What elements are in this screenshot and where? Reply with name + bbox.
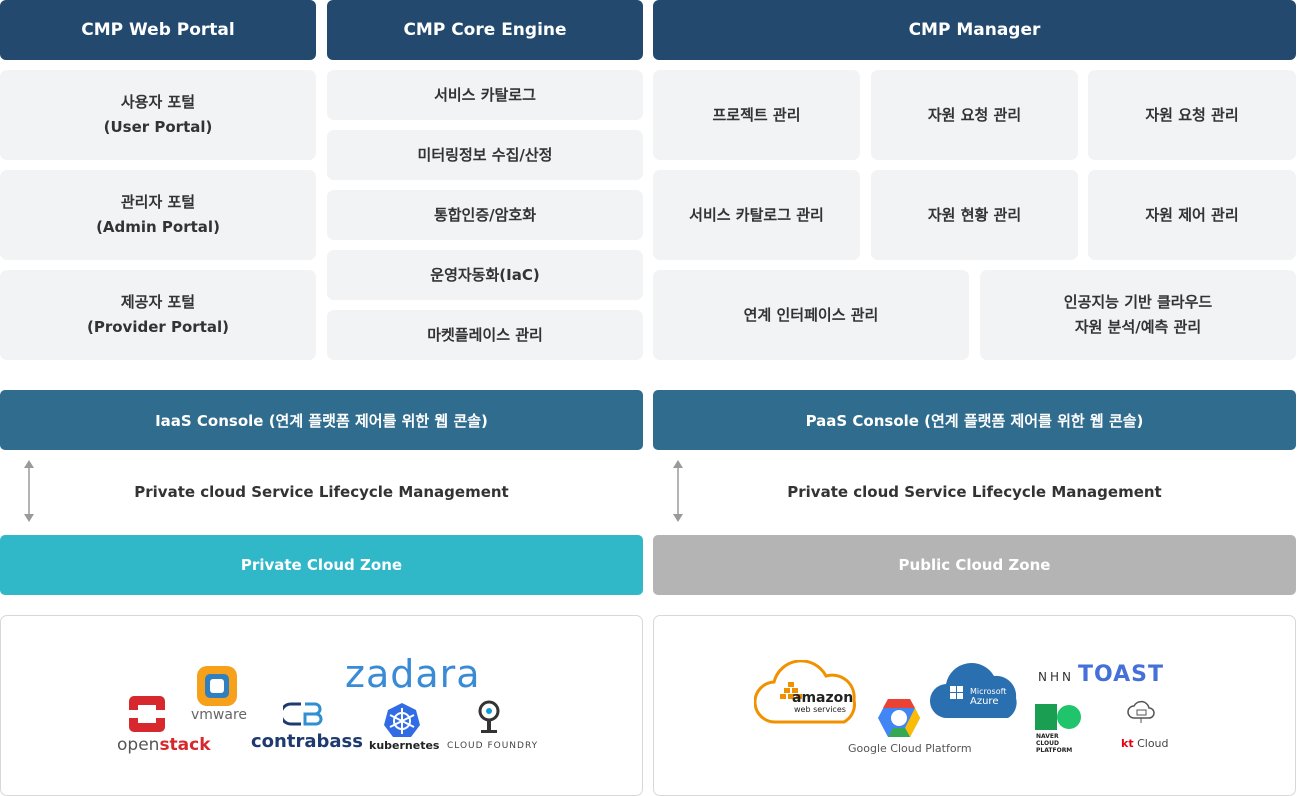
kt-cloud-text: kt Cloud: [1121, 737, 1169, 750]
cloudfoundry-icon: [478, 700, 500, 733]
openstack-open: open: [117, 735, 160, 755]
naver-text-1: NAVER: [1036, 733, 1059, 740]
user-portal-en: (User Portal): [103, 118, 213, 136]
lifecycle-label-left: Private cloud Service Lifecycle Manageme…: [134, 483, 509, 501]
azure-microsoft-text: Microsoft: [970, 687, 1007, 696]
mgr-resource-request-2: 자원 요청 관리: [1088, 70, 1296, 160]
user-portal-box: 사용자 포털 (User Portal): [0, 70, 316, 160]
lifecycle-label-right: Private cloud Service Lifecycle Manageme…: [787, 483, 1162, 501]
provider-portal-box: 제공자 포털 (Provider Portal): [0, 270, 316, 360]
nhn-text: NHN: [1038, 670, 1074, 684]
mgr-resource-control: 자원 제어 관리: [1088, 170, 1296, 260]
mgr-ai-analysis: 인공지능 기반 클라우드 자원 분석/예측 관리: [980, 270, 1296, 360]
double-arrow-icon: [673, 460, 683, 522]
naver-text-2: CLOUD: [1036, 740, 1059, 747]
iaas-console-bar: IaaS Console (연계 플랫폼 제어를 위한 웹 콘솔): [0, 390, 643, 450]
core-metering: 미터링정보 수집/산정: [327, 130, 643, 180]
naver-text-3: PLATFORM: [1036, 747, 1073, 754]
cloudfoundry-logo-text: CLOUD FOUNDRY: [447, 741, 539, 751]
admin-portal-ko: 관리자 포털: [120, 193, 196, 211]
cmp-core-engine-header: CMP Core Engine: [327, 0, 643, 60]
cmp-manager-header: CMP Manager: [653, 0, 1296, 60]
admin-portal-box: 관리자 포털 (Admin Portal): [0, 170, 316, 260]
mgr-resource-request-1: 자원 요청 관리: [871, 70, 1078, 160]
vmware-logo-text: vmware: [191, 707, 248, 723]
openstack-stack: stack: [159, 735, 211, 755]
admin-portal-en: (Admin Portal): [96, 218, 220, 236]
provider-portal-ko: 제공자 포털: [120, 293, 196, 311]
aws-webservices-text: web services: [794, 705, 846, 714]
kt-cloud-icon: [1127, 700, 1155, 723]
private-logos-panel: openstack vmware zadara contrabass kuber…: [0, 615, 643, 796]
openstack-logo-text: openstack: [117, 735, 211, 755]
kubernetes-logo-text: kubernetes: [369, 739, 440, 752]
contrabass-logo-text: contrabass: [251, 731, 363, 752]
paas-console-bar: PaaS Console (연계 플랫폼 제어를 위한 웹 콘솔): [653, 390, 1296, 450]
openstack-icon: [129, 696, 165, 732]
toast-text: TOAST: [1078, 662, 1164, 687]
public-logos-panel: amazon web services Google Cloud Platfor…: [653, 615, 1296, 796]
azure-cloud-icon: [930, 663, 1017, 719]
core-auth-encryption: 통합인증/암호화: [327, 190, 643, 240]
aws-amazon-text: amazon: [792, 690, 854, 706]
core-iac: 운영자동화(IaC): [327, 250, 643, 300]
contrabass-icon: [283, 702, 323, 726]
google-cloud-icon: [878, 699, 920, 737]
core-service-catalog: 서비스 카탈로그: [327, 70, 643, 120]
azure-text: Azure: [970, 696, 999, 707]
kt-text: kt: [1121, 737, 1134, 750]
private-cloud-zone: Private Cloud Zone: [0, 535, 643, 595]
google-cloud-text: Google Cloud Platform: [848, 742, 972, 755]
public-cloud-zone: Public Cloud Zone: [653, 535, 1296, 595]
cmp-web-portal-header: CMP Web Portal: [0, 0, 316, 60]
mgr-interface: 연계 인터페이스 관리: [653, 270, 969, 360]
core-marketplace: 마켓플레이스 관리: [327, 310, 643, 360]
mgr-project: 프로젝트 관리: [653, 70, 860, 160]
provider-portal-en: (Provider Portal): [87, 318, 229, 336]
aws-cloud-icon: [754, 660, 856, 724]
zadara-logo-text: zadara: [345, 652, 481, 696]
mgr-ai-analysis-line2: 자원 분석/예측 관리: [1074, 318, 1202, 336]
mgr-resource-status: 자원 현황 관리: [871, 170, 1078, 260]
kubernetes-icon: [384, 703, 420, 737]
kt-cloud-label: Cloud: [1137, 737, 1169, 750]
vmware-icon: [197, 666, 237, 706]
mgr-ai-analysis-line1: 인공지능 기반 클라우드: [1063, 293, 1213, 311]
double-arrow-icon: [24, 460, 34, 522]
mgr-service-catalog: 서비스 카탈로그 관리: [653, 170, 860, 260]
user-portal-ko: 사용자 포털: [120, 93, 196, 111]
naver-cloud-icon: [1035, 704, 1081, 730]
